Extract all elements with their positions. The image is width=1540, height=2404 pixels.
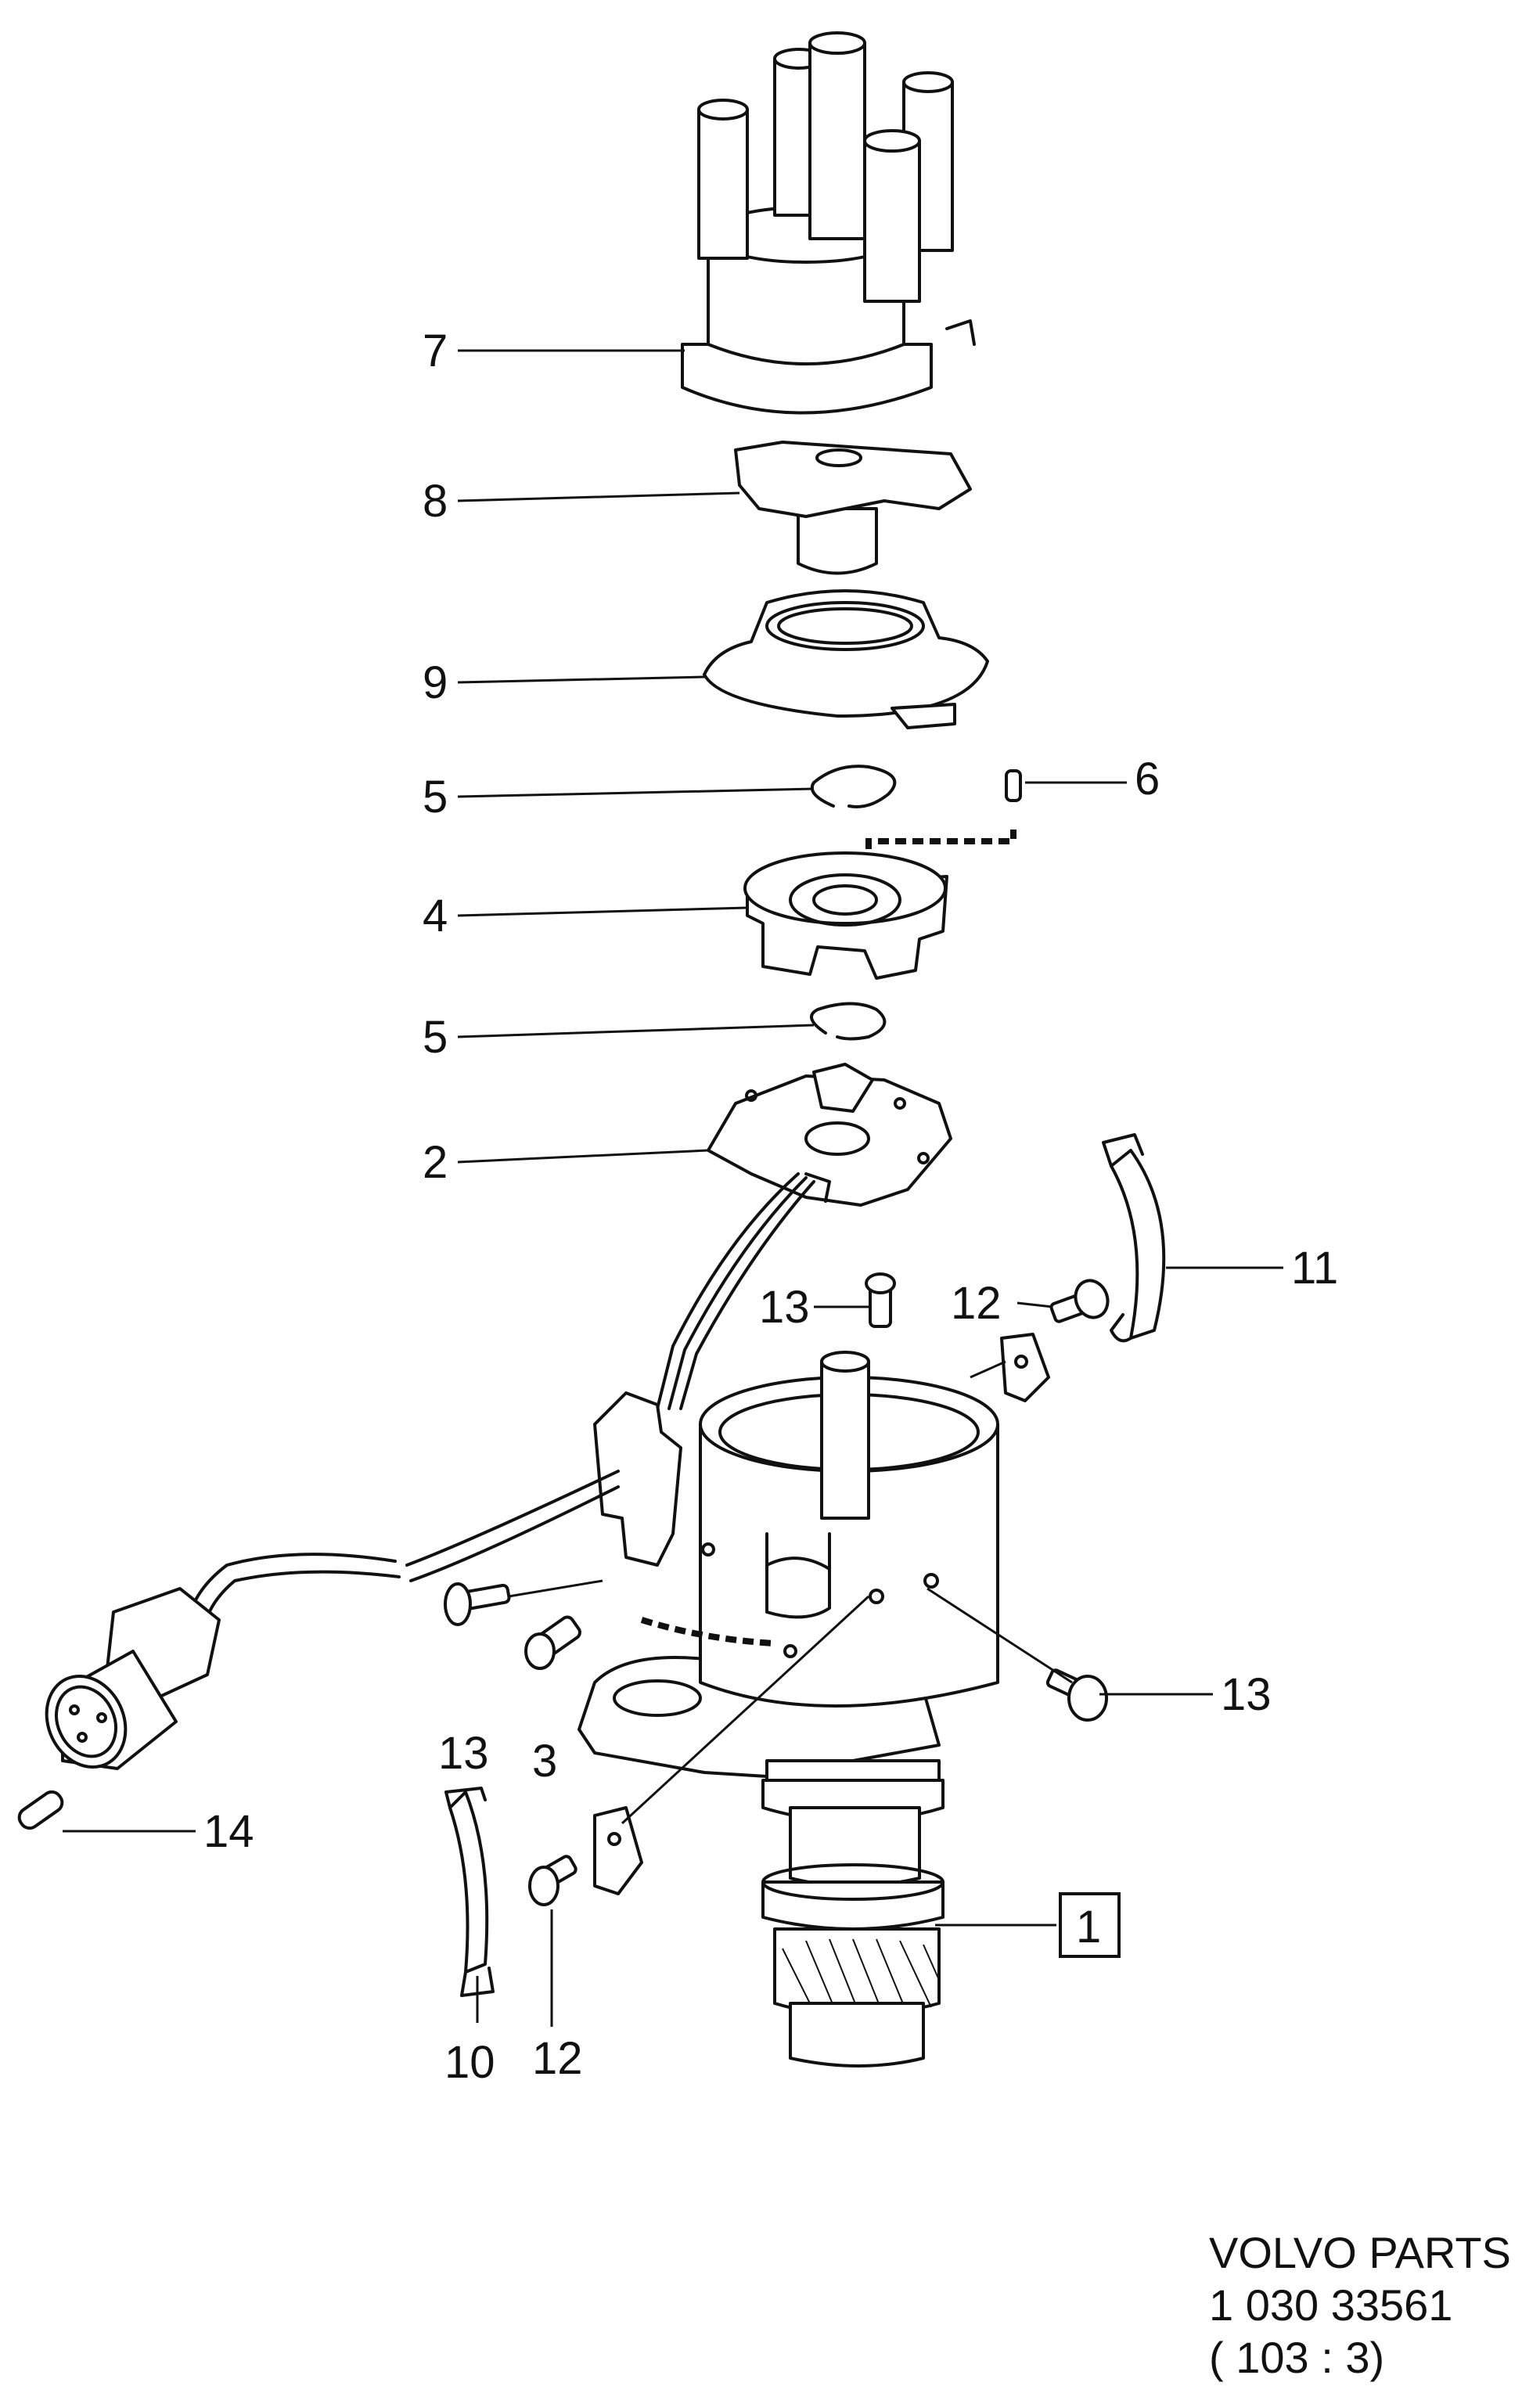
cable-connector bbox=[45, 1391, 682, 1770]
callout-13-top: 13 bbox=[759, 1282, 810, 1333]
callout-9: 9 bbox=[423, 657, 448, 708]
screw-13-top bbox=[865, 1272, 896, 1328]
callout-13-left: 13 bbox=[438, 1728, 489, 1779]
callout-2: 2 bbox=[423, 1137, 448, 1188]
distributor-cap bbox=[681, 31, 976, 415]
callout-8: 8 bbox=[423, 476, 448, 527]
distributor-housing bbox=[578, 1351, 999, 2068]
callout-5-lower: 5 bbox=[423, 1012, 448, 1063]
callout-13-right: 13 bbox=[1221, 1669, 1272, 1720]
callout-4: 4 bbox=[423, 891, 448, 941]
terminal-sleeve bbox=[17, 1790, 64, 1830]
callout-5-upper: 5 bbox=[423, 772, 448, 822]
footer-brand: VOLVO PARTS bbox=[1209, 2228, 1511, 2277]
callout-1: 1 bbox=[1076, 1902, 1101, 1952]
bracket-top bbox=[1000, 1333, 1050, 1402]
callout-12-bottom: 12 bbox=[532, 2033, 583, 2084]
pin bbox=[1005, 769, 1022, 802]
callout-1-box bbox=[1059, 1892, 1121, 1958]
bracket-bottom bbox=[593, 1806, 643, 1895]
callout-6: 6 bbox=[1135, 754, 1160, 804]
dust-shield bbox=[703, 589, 989, 729]
screw-13-left bbox=[444, 1582, 511, 1626]
screw-3 bbox=[524, 1615, 581, 1670]
callout-11: 11 bbox=[1291, 1243, 1338, 1294]
clamp-spring-left bbox=[444, 1787, 495, 1997]
callout-3: 3 bbox=[532, 1736, 557, 1787]
rotor-arm bbox=[734, 441, 972, 575]
clamp-spring-right bbox=[1102, 1133, 1166, 1343]
callout-12-top: 12 bbox=[951, 1278, 1002, 1329]
circlip-lower bbox=[810, 1002, 887, 1041]
screw-13-right bbox=[1045, 1668, 1108, 1722]
screw-12-bottom bbox=[528, 1855, 578, 1906]
footer-page-ref: ( 103 : 3) bbox=[1209, 2333, 1384, 2382]
screw-12-top bbox=[1049, 1279, 1110, 1323]
callout-14: 14 bbox=[203, 1806, 254, 1857]
footer-part-number: 1 030 33561 bbox=[1209, 2280, 1452, 2330]
bearing-plate bbox=[743, 830, 1016, 980]
circlip-upper bbox=[810, 765, 897, 808]
callout-7: 7 bbox=[423, 326, 448, 376]
parts-reference-footer: VOLVO PARTS 1 030 33561 ( 103 : 3) bbox=[1209, 2228, 1511, 2382]
callouts: 7 8 9 5 6 4 5 2 11 13 12 13 3 13 14 1 10… bbox=[203, 326, 1338, 2088]
breaker-plate bbox=[656, 1063, 952, 1410]
leader-lines bbox=[63, 349, 1283, 2027]
callout-10: 10 bbox=[444, 2037, 495, 2088]
